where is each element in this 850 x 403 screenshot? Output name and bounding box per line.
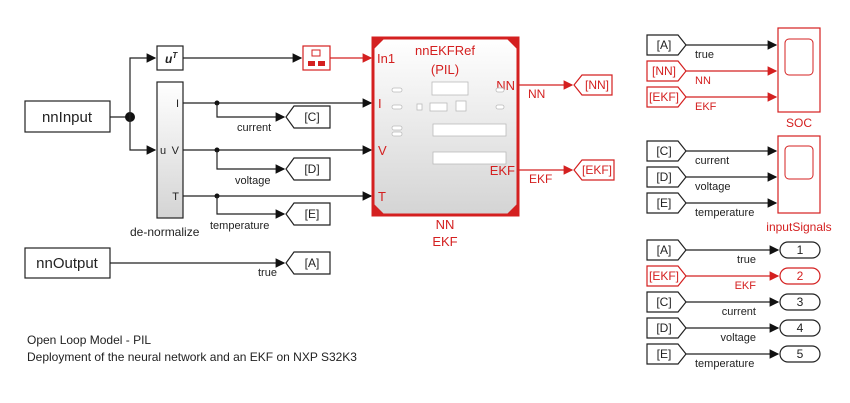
svg-text:EKF: EKF (490, 163, 515, 178)
svg-text:(PIL): (PIL) (431, 62, 459, 77)
from-c-scope[interactable]: [C] (646, 140, 687, 162)
svg-text:[E]: [E] (657, 347, 672, 361)
rate-transition-icon (311, 49, 321, 57)
svg-text:T: T (172, 191, 179, 203)
svg-text:[A]: [A] (657, 243, 672, 257)
svg-text:[E]: [E] (657, 196, 672, 210)
annotation-title: Open Loop Model - PIL (27, 333, 151, 347)
outport-row-5[interactable]: [E] temperature 5 (646, 343, 821, 370)
svg-text:EKF: EKF (529, 172, 552, 186)
from-d-scope[interactable]: [D] (646, 166, 687, 188)
svg-text:current: current (237, 122, 271, 134)
svg-text:V: V (378, 143, 387, 158)
signal-line[interactable] (129, 117, 157, 155)
svg-text:[D]: [D] (656, 170, 671, 184)
rate-transition-block[interactable] (302, 45, 331, 71)
svg-text:NN: NN (695, 75, 711, 87)
scope-icon (784, 38, 814, 76)
from-a-soc[interactable]: [A] (646, 34, 687, 56)
svg-text:EKF: EKF (735, 280, 757, 292)
svg-text:2: 2 (797, 269, 804, 283)
scope-icon (784, 145, 814, 180)
svg-text:uT: uT (165, 51, 178, 66)
nnekfref-subsystem[interactable]: nnEKFRef (PIL) In1 I V T NN EKF (371, 36, 520, 217)
signal-line[interactable] (129, 53, 157, 117)
svg-text:SOC: SOC (786, 116, 812, 130)
svg-text:temperature: temperature (695, 207, 754, 219)
svg-text:u: u (160, 145, 166, 157)
goto-nn[interactable]: [NN] (573, 74, 613, 96)
svg-text:In1: In1 (377, 51, 395, 66)
svg-text:NN: NN (528, 87, 545, 101)
annotation-description: Deployment of the neural network and an … (27, 350, 357, 364)
svg-text:[EKF]: [EKF] (582, 163, 612, 177)
nnoutput-block[interactable]: nnOutput (24, 247, 111, 279)
svg-text:4: 4 (797, 321, 804, 335)
subsystem-preview (391, 81, 507, 165)
transpose-block[interactable]: uT (156, 45, 184, 71)
svg-text:nnOutput: nnOutput (36, 255, 99, 272)
svg-text:5: 5 (797, 347, 804, 361)
denormalize-block[interactable]: u I V T (156, 81, 184, 219)
svg-text:true: true (695, 49, 714, 61)
svg-text:[EKF]: [EKF] (649, 90, 679, 104)
svg-text:[D]: [D] (656, 321, 671, 335)
outport-row-1[interactable]: [A] true 1 (646, 239, 821, 266)
svg-text:EKF: EKF (432, 234, 457, 249)
svg-text:[D]: [D] (304, 162, 319, 176)
svg-text:current: current (695, 155, 729, 167)
goto-c[interactable]: [C] (285, 105, 331, 129)
from-ekf-soc[interactable]: [EKF] (646, 86, 687, 108)
goto-a[interactable]: [A] (285, 251, 331, 275)
svg-text:[C]: [C] (304, 110, 319, 124)
svg-text:3: 3 (797, 295, 804, 309)
outport-row-2[interactable]: [EKF] EKF 2 (646, 265, 821, 292)
denormalize-label: de-normalize (130, 225, 200, 239)
svg-text:NN: NN (436, 217, 455, 232)
svg-text:inputSignals: inputSignals (766, 220, 831, 234)
nninput-block[interactable]: nnInput (24, 100, 111, 133)
svg-text:T: T (378, 189, 386, 204)
goto-e[interactable]: [E] (285, 202, 331, 226)
nninput-label: nnInput (42, 109, 93, 126)
svg-text:EKF: EKF (695, 101, 717, 113)
svg-text:[A]: [A] (305, 256, 320, 270)
svg-text:[A]: [A] (657, 38, 672, 52)
goto-ekf[interactable]: [EKF] (573, 159, 615, 181)
svg-text:1: 1 (797, 243, 804, 257)
from-e-scope[interactable]: [E] (646, 192, 687, 214)
svg-text:voltage: voltage (721, 332, 756, 344)
svg-text:[E]: [E] (305, 207, 320, 221)
svg-text:current: current (722, 306, 756, 318)
from-nn-soc[interactable]: [NN] (646, 60, 687, 82)
svg-text:nnEKFRef: nnEKFRef (415, 43, 475, 58)
soc-scope[interactable] (777, 27, 821, 113)
outport-row-3[interactable]: [C] current 3 (646, 291, 821, 318)
inputsignals-scope[interactable] (777, 135, 821, 214)
svg-text:[NN]: [NN] (585, 78, 609, 92)
svg-text:voltage: voltage (235, 175, 270, 187)
svg-text:V: V (172, 145, 180, 157)
svg-text:true: true (258, 267, 277, 279)
outport-row-4[interactable]: [D] voltage 4 (646, 317, 821, 344)
svg-text:true: true (737, 254, 756, 266)
svg-text:[C]: [C] (656, 144, 671, 158)
svg-text:[NN]: [NN] (652, 64, 676, 78)
goto-d[interactable]: [D] (285, 157, 331, 181)
svg-text:[C]: [C] (656, 295, 671, 309)
svg-text:voltage: voltage (695, 181, 730, 193)
svg-text:I: I (176, 98, 179, 110)
svg-text:I: I (378, 96, 382, 111)
svg-text:temperature: temperature (695, 358, 754, 370)
svg-text:temperature: temperature (210, 220, 269, 232)
svg-text:[EKF]: [EKF] (649, 269, 679, 283)
